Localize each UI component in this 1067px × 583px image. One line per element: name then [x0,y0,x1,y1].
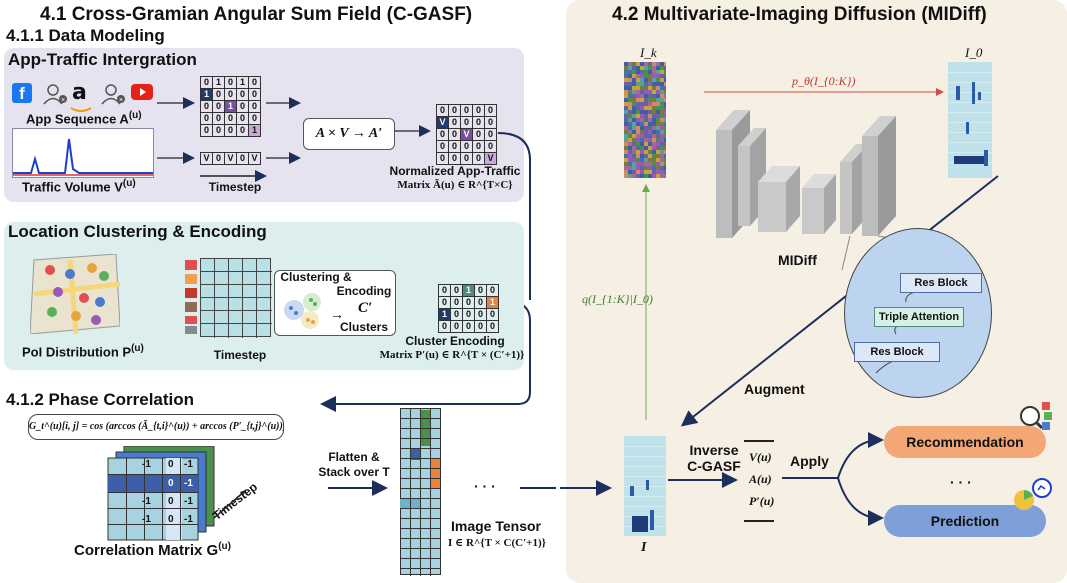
cluster-title: Cluster Encoding [405,334,505,348]
stacked-tensor [400,408,442,581]
timestep-arrow-icon [212,486,252,525]
traffic-volume-label: Traffic Volume V(u) [22,178,136,195]
clusters-label: Clusters [339,320,389,334]
poi-grid [200,258,272,343]
amazon-icon: a [72,80,87,105]
cell-neg-4: -1 [184,496,193,507]
app-traffic-title: App-Traffic Intergration [8,50,197,69]
timestep-label-2: Timestep [213,348,267,362]
inverse-label: Inverse [689,442,739,458]
user-blocked-icon-2: × [100,82,126,111]
svg-text:×: × [119,97,123,104]
location-title: Location Clustering & Encoding [8,222,267,241]
tensor-formula: I ∈ R^{T × C(C′+1)} [448,537,546,549]
norm-matrix-label: Matrix Ã(u) ∈ R^{T×C} [397,179,513,191]
res-block-bottom: Res Block [854,342,940,362]
amazon-smile-icon [70,100,92,118]
tensor-title: Image Tensor [451,518,541,534]
cgasf-label: C-GASF [687,458,741,474]
cell-neg-5: -1 [142,514,151,525]
augment-label: Augment [744,381,805,397]
cell-zero-4: 0 [168,478,174,489]
apply-label: Apply [790,453,829,469]
recommendation-pill: Recommendation [884,426,1046,458]
poi-icons [183,258,199,336]
p-theta-label: p_θ(I_{0:K}) [792,74,856,88]
triple-attention: Triple Attention [874,307,964,327]
youtube-icon [131,84,153,100]
right-dots: · · · [950,474,972,490]
data-modeling-title: 4.1.1 Data Modeling [6,26,165,45]
app-sequence-label: App Sequence A(u) [26,110,142,127]
a-u-label: A(u) [749,472,772,486]
corr-label: Correlation Matrix G(u) [74,541,231,559]
cell-zero-2: 0 [168,496,174,507]
cell-neg-3: -1 [142,496,151,507]
right-title: 4.2 Multivariate-Imaging Diffusion (MIDi… [612,4,987,25]
traffic-volume-chart [12,128,154,178]
i0-label: I_0 [965,45,983,60]
v-u-label: V(u) [749,450,772,464]
cluster-matrix-label: Matrix P′(u) ∈ R^{T × (C′+1)} [379,349,525,361]
formula-box: G_t^(u)[i, j] = cos (arccos (Ã_{t,i}^(u)… [28,414,284,440]
midiff-label: MIDiff [778,252,817,268]
cell-neg-6: -1 [184,514,193,525]
poi-label: PoI Distribution P(u) [22,343,144,360]
op-box: A × V → A′ [303,118,395,150]
recommendation-icon [1016,402,1056,439]
cell-neg-2: -1 [184,459,193,470]
p-u-label: P′(u) [749,494,775,508]
prediction-icon [1012,476,1056,517]
norm-title: Normalized App-Traffic [389,164,521,178]
cell-zero-3: 0 [168,514,174,525]
left-title: 4.1 Cross-Gramian Angular Sum Field (C-G… [40,4,473,25]
user-blocked-icon: × [42,82,68,111]
cell-zero-1: 0 [168,459,174,470]
c-prime-label: C′ [358,300,373,316]
q-label: q(I_{1:K}|I_0) [582,292,653,306]
cluster-blobs-icon [282,290,328,335]
stack-label: Stack over T [318,465,390,479]
facebook-icon: f [12,83,32,103]
timestep-label-1: Timestep [208,180,262,194]
phase-title: 4.1.2 Phase Correlation [6,390,195,409]
encoding-label: Encoding [336,284,392,298]
correlation-matrix [104,445,234,551]
clustering-label: Clustering & [280,270,352,284]
cell-neg-7: -1 [184,478,193,489]
i-label: I [641,540,647,555]
cell-neg-1: -1 [142,459,151,470]
res-block-top: Res Block [900,273,982,293]
generated-image [624,436,666,541]
phase-dots: · · · [474,478,496,494]
cluster-arrow-icon: → [330,306,344,322]
prediction-pill: Prediction [884,505,1046,537]
map-icon [29,253,121,335]
i0-image [948,62,992,183]
unet-icon [714,96,904,251]
ik-label: I_k [640,45,657,60]
flatten-label: Flatten & [328,450,380,464]
svg-text:×: × [61,97,65,104]
output-vector [744,440,774,522]
